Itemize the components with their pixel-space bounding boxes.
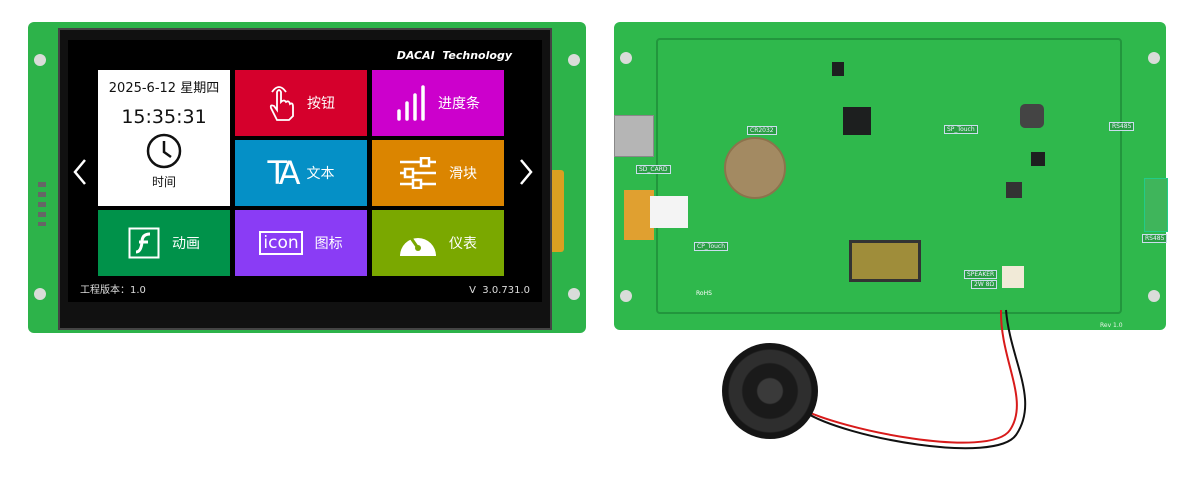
clock-icon bbox=[146, 133, 182, 169]
battery-label: CR2032 bbox=[747, 126, 777, 135]
display-module-back-pcb: CR2032 SD_CARD CP_Touch SP_Touch RS485 R… bbox=[614, 22, 1168, 330]
fpc-cable bbox=[624, 190, 654, 240]
firmware-version: V 3.0.731.0 bbox=[469, 285, 530, 296]
qr-label bbox=[650, 196, 688, 228]
tile-progress[interactable]: 进度条 bbox=[372, 70, 504, 136]
speaker-connector bbox=[1002, 266, 1024, 288]
tile-slider[interactable]: 滑块 bbox=[372, 140, 504, 206]
ffc-connector bbox=[548, 170, 564, 252]
lcd-screen: DACAI Technology 2025-6-12 星期四 15:35:31 … bbox=[68, 40, 542, 302]
tile-gauge[interactable]: 仪表 bbox=[372, 210, 504, 276]
tile-label: 进度条 bbox=[438, 96, 480, 112]
speaker-label: SPEAKER bbox=[964, 270, 998, 279]
icon-box-icon: icon bbox=[259, 231, 303, 255]
terminal-block bbox=[1144, 178, 1168, 232]
next-page-button[interactable] bbox=[518, 158, 534, 190]
chevron-right-icon bbox=[520, 159, 533, 185]
lcd-bezel: DACAI Technology 2025-6-12 星期四 15:35:31 … bbox=[58, 28, 552, 330]
tile-icon[interactable]: icon 图标 bbox=[235, 210, 367, 276]
tile-label: 仪表 bbox=[449, 236, 477, 252]
sliders-icon bbox=[400, 157, 436, 189]
pin-header bbox=[38, 182, 46, 226]
tile-label: 文本 bbox=[306, 166, 335, 182]
tile-text[interactable]: TA 文本 bbox=[235, 140, 367, 206]
rohs-mark: RoHS bbox=[696, 290, 712, 297]
tile-label: 图标 bbox=[314, 236, 343, 252]
tile-animation[interactable]: 动画 bbox=[98, 210, 230, 276]
cp-touch-label: CP_Touch bbox=[694, 242, 729, 251]
speaker bbox=[722, 343, 818, 439]
revision-label: Rev 1.0 bbox=[1100, 322, 1123, 329]
gauge-icon bbox=[400, 237, 436, 256]
tile-label: 动画 bbox=[172, 236, 200, 252]
tile-time[interactable]: 2025-6-12 星期四 15:35:31 时间 bbox=[98, 70, 230, 206]
prev-page-button[interactable] bbox=[72, 158, 88, 190]
bar-chart-icon bbox=[397, 85, 425, 121]
rs485-label-bottom: RS485 bbox=[1142, 234, 1168, 243]
project-version: 工程版本：1.0 bbox=[80, 285, 146, 296]
tile-label: 时间 bbox=[151, 175, 176, 189]
flash-icon bbox=[128, 227, 160, 259]
coin-cell-holder bbox=[724, 137, 786, 199]
tile-label: 按钮 bbox=[307, 96, 335, 112]
mcu-chip bbox=[843, 107, 871, 135]
date-text: 2025-6-12 星期四 bbox=[108, 81, 220, 96]
sd-card-slot bbox=[614, 115, 654, 157]
chevron-left-icon bbox=[73, 159, 86, 185]
tile-button[interactable]: 按钮 bbox=[235, 70, 367, 136]
hand-pointer-icon bbox=[269, 86, 294, 121]
speaker-spec-label: 2W 8Ω bbox=[971, 280, 998, 289]
time-text: 15:35:31 bbox=[121, 106, 207, 128]
sd-card-label: SD_CARD bbox=[636, 165, 671, 174]
brand-text: DACAI Technology bbox=[396, 49, 512, 62]
tile-label: 滑块 bbox=[449, 166, 477, 182]
sp-touch-label: SP_Touch bbox=[944, 125, 978, 134]
rs485-label-top: RS485 bbox=[1109, 122, 1135, 131]
lcd-fpc-connector bbox=[849, 240, 921, 282]
